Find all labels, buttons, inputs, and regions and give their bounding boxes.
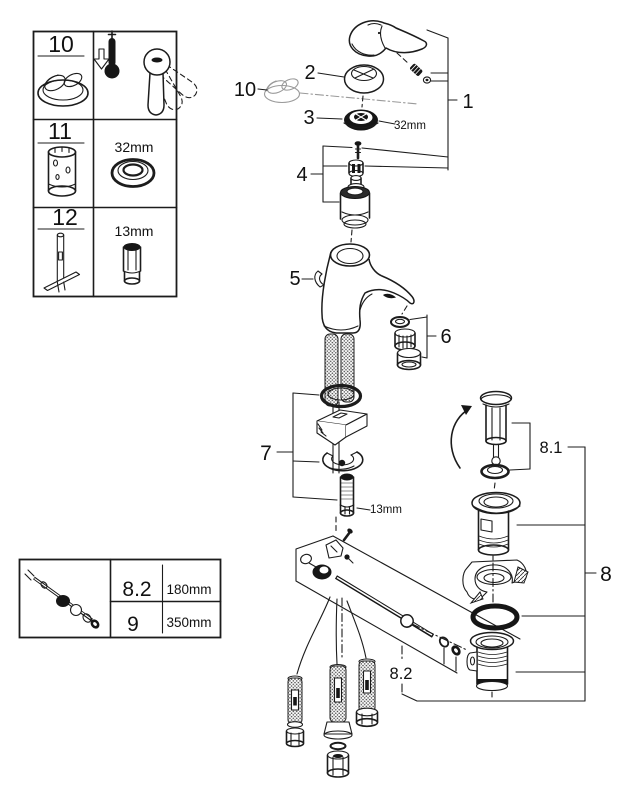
callout-8-label: 8 <box>600 563 612 586</box>
part-aerator-group <box>390 305 422 371</box>
part-mounting-oring <box>319 383 363 409</box>
parts-legend-table: 10 11 <box>32 30 198 298</box>
part-drain-upper-body <box>471 491 521 561</box>
part-drain-lower-body <box>411 623 515 698</box>
part-mounting-stud: 13mm <box>335 473 402 534</box>
part-cartridge-group <box>339 141 371 243</box>
part-handle-ring: 2 <box>304 62 385 94</box>
part-escutcheon-ring: 3 32mm <box>303 95 426 132</box>
callout-7-label: 7 <box>260 442 272 465</box>
socket-tool-icon <box>43 232 81 293</box>
callout-3-label: 3 <box>303 107 314 129</box>
part-temp-limiter-cap: 10 <box>234 78 419 105</box>
legend-row-82-number: 8.2 <box>122 578 151 601</box>
popup-rod-icon <box>24 569 100 629</box>
dimension-32mm-label: 32mm <box>394 120 426 132</box>
temp-limiter-cap-icon <box>37 72 89 107</box>
part-faucet-body <box>321 243 415 334</box>
part-temp-stop-lever: 5 <box>289 268 325 290</box>
legend-row-12-number: 12 <box>52 204 78 230</box>
part-hose-right <box>355 658 379 728</box>
callout-82-diagram: 8.2 <box>390 645 413 694</box>
part-horseshoe-washer <box>322 451 364 472</box>
callout-4-bracket: 4 <box>296 145 353 203</box>
callout-82-label: 8.2 <box>390 665 413 683</box>
legend-row-9-number: 9 <box>127 613 139 636</box>
part-drain-plug <box>450 390 513 492</box>
legend-size-32mm: 32mm <box>115 139 154 155</box>
part-drain-oring <box>470 603 520 631</box>
callout-5-label: 5 <box>289 268 300 290</box>
callout-2-label: 2 <box>304 62 315 84</box>
part-handle <box>348 20 428 57</box>
rod-length-legend-table: 8.2 180mm 9 350mm <box>18 558 222 639</box>
part-drain-saddle <box>462 559 529 606</box>
cartridge-sleeve-icon <box>47 146 77 197</box>
lever-handle-icon <box>143 48 198 116</box>
down-arrow-icon <box>93 48 110 70</box>
callout-1-bracket: 1 <box>361 29 474 171</box>
ring-nut-32mm-icon <box>110 158 156 188</box>
legend-row-82-length: 180mm <box>166 582 211 597</box>
adapter-13mm-icon <box>122 243 142 285</box>
part-handle-screw <box>396 52 432 84</box>
thermometer-icon <box>104 30 120 79</box>
callout-7-bracket: 7 <box>260 392 338 501</box>
legend-size-13mm: 13mm <box>115 223 154 239</box>
dimension-13mm-label: 13mm <box>370 504 402 516</box>
part-hose-left <box>285 675 305 748</box>
legend-row-10-number: 10 <box>48 31 74 57</box>
callout-4-label: 4 <box>296 164 307 186</box>
part-hose-middle <box>323 663 353 778</box>
legend-row-9-length: 350mm <box>166 615 211 630</box>
callout-1-label: 1 <box>462 91 473 113</box>
callout-6-label: 6 <box>440 326 451 348</box>
callout-6-bracket: 6 <box>409 314 452 359</box>
part-mounting-wedge <box>316 409 368 446</box>
part-popup-rod-group <box>295 528 521 674</box>
part-hose-curves <box>296 596 367 675</box>
callout-10-label: 10 <box>234 79 256 101</box>
legend-row-11-number: 11 <box>48 118 72 144</box>
callout-81-label: 8.1 <box>540 439 563 457</box>
callout-8-bracket: 8 <box>401 446 612 702</box>
